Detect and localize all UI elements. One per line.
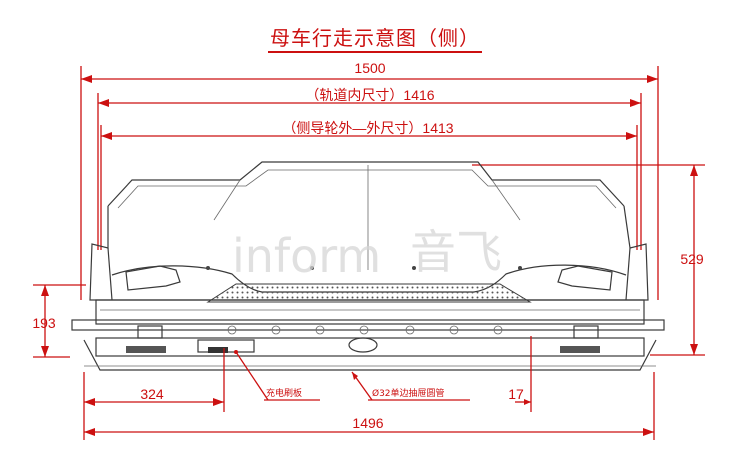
dim-height-label: 529 <box>680 251 704 267</box>
right-foot <box>560 346 600 353</box>
body-sensors <box>206 266 522 270</box>
dim-total-width-label: 1500 <box>354 60 385 76</box>
left-foot <box>126 346 166 353</box>
right-headlight <box>557 265 613 291</box>
dim-left-height-label: 193 <box>32 315 56 331</box>
dim-guide-wheel <box>100 125 638 250</box>
dim-guide-wheel-label: （侧导轮外—外尺寸）1413 <box>282 120 453 136</box>
callout-charging-plate <box>234 350 320 401</box>
watermark: inform 音飞 <box>232 225 502 283</box>
svg-text:音飞: 音飞 <box>410 225 502 279</box>
right-guide-wheel <box>573 325 599 339</box>
dim-bottom-width <box>83 372 655 440</box>
dim-track-inner <box>97 93 642 250</box>
dim-left-offset-label: 324 <box>140 386 164 402</box>
dim-total-width <box>80 66 659 300</box>
dim-left-offset <box>84 348 225 412</box>
mesh-grille <box>206 283 532 303</box>
callout-charging-plate-label: 充电刷板 <box>266 387 302 399</box>
dim-height <box>472 164 705 356</box>
frame-bolts <box>227 325 503 335</box>
left-headlight <box>125 265 181 291</box>
diagram-title: 母车行走示意图（侧） <box>0 22 750 53</box>
dim-track-inner-label: （轨道内尺寸）1416 <box>305 87 434 103</box>
callout-pipe-label: Ø32单边抽屉圆管 <box>372 387 445 399</box>
dim-bottom-width-label: 1496 <box>352 415 383 431</box>
drive-wheel <box>348 337 378 353</box>
svg-text:inform: inform <box>232 229 381 283</box>
left-guide-wheel <box>137 325 163 339</box>
dim-right-offset <box>515 336 532 412</box>
dim-left-height <box>33 284 86 358</box>
dim-right-offset-label: 17 <box>508 386 524 402</box>
callout-pipe <box>351 371 470 401</box>
vehicle-body <box>71 161 665 371</box>
